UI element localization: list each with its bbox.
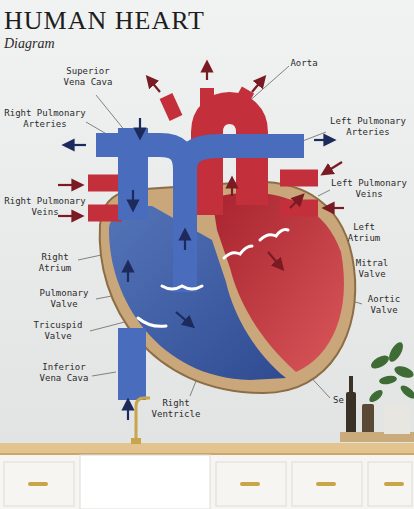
part-label: Left Pulmonary Veins	[328, 178, 410, 200]
part-label: Left Pulmonary Arteries	[327, 116, 409, 138]
part-label: Right Ventricle	[148, 398, 204, 420]
part-label: Se	[333, 395, 344, 406]
part-label: Mitral Valve	[350, 258, 394, 280]
part-label: Left Atrium	[342, 222, 386, 244]
part-label: Superior Vena Cava	[60, 66, 116, 88]
title: HUMAN HEART	[4, 6, 205, 36]
part-label: Right Pulmonary Veins	[2, 196, 88, 218]
subtitle: Diagram	[4, 36, 55, 52]
part-label: Tricuspid Valve	[30, 320, 86, 342]
part-label: Pulmonary Valve	[36, 288, 92, 310]
part-label: Right Pulmonary Arteries	[2, 108, 88, 130]
part-label: Right Atrium	[33, 252, 77, 274]
part-label: Aortic Valve	[362, 294, 406, 316]
part-label: Aorta	[284, 58, 324, 69]
part-label: Inferior Vena Cava	[36, 362, 92, 384]
